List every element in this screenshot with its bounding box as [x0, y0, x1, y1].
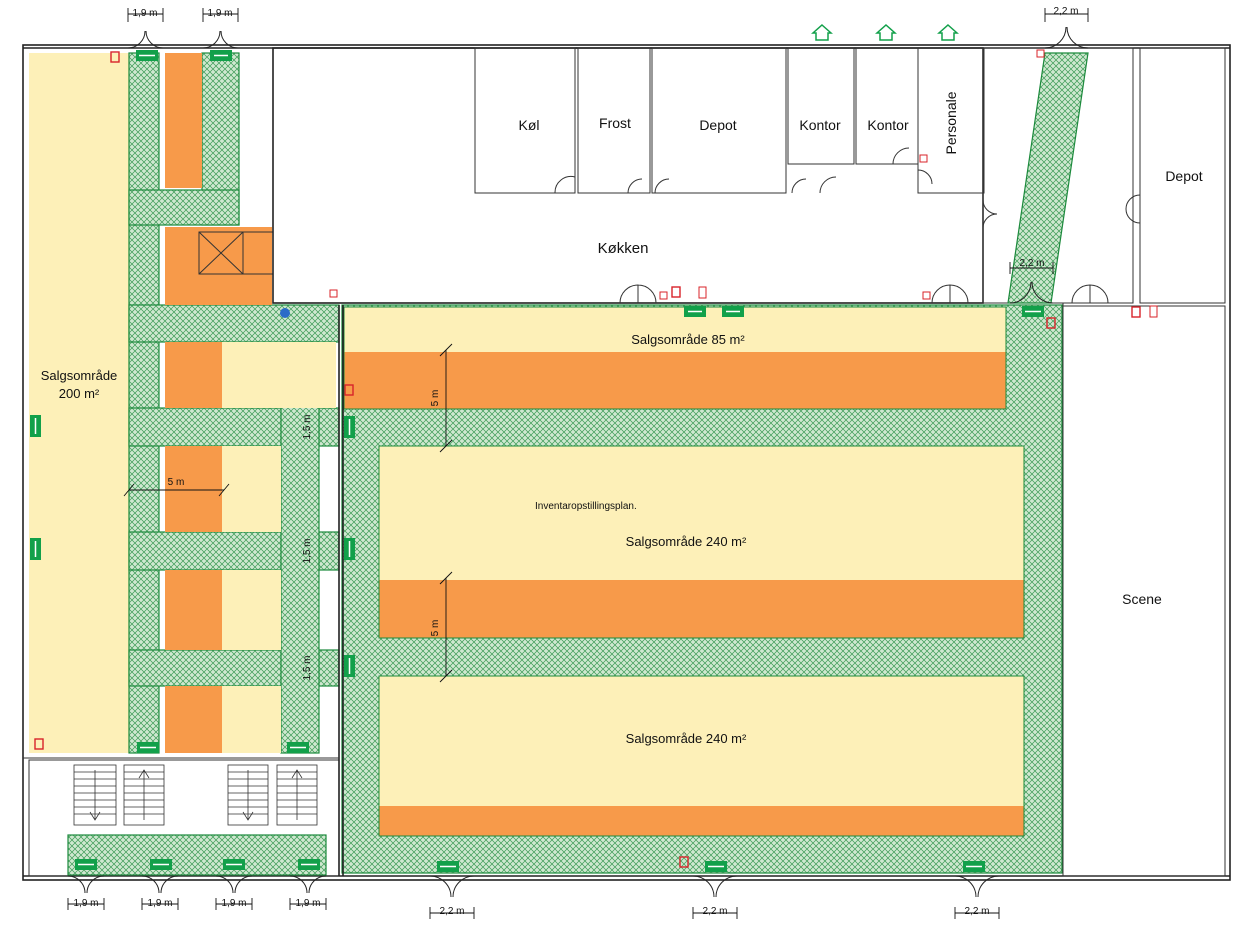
dim-label-door-bottom-6: 2,2 m: [702, 906, 727, 917]
dim-label-corridor-1: 1,5 m: [302, 414, 313, 439]
partition-wall: [23, 303, 1064, 876]
dim-label-corridor-2: 1,5 m: [302, 538, 313, 563]
zone-label-left-area: 200 m²: [59, 386, 100, 401]
room-label-frost: Frost: [599, 115, 631, 131]
fire-extinguisher-icon: [34, 51, 1141, 868]
dim-label-door-inner: 2,2 m: [1019, 258, 1044, 269]
dim-label-aisle-top: 5 m: [430, 390, 441, 407]
zone-label-240-bottom: Salgsområde 240 m²: [626, 731, 747, 746]
dim-label-corridor-3: 1,5 m: [302, 655, 313, 680]
shelving-240-bottom: [379, 806, 1024, 836]
zone-label-85: Salgsområde 85 m²: [631, 332, 745, 347]
dim-label-aisle-left: 5 m: [168, 477, 185, 488]
kitchen-block: [272, 47, 998, 304]
escape-route-left: [128, 52, 160, 754]
room-label-kontor-2: Kontor: [867, 117, 909, 133]
escape-route-cross-1: [128, 189, 240, 226]
elevator-icon: [198, 231, 274, 275]
dimension-lines: [67, 8, 1089, 919]
rescue-sign-icon: [811, 23, 959, 41]
plan-note: Inventaropstillingsplan.: [535, 501, 637, 512]
sales-area-left: [29, 53, 129, 753]
zone-label-left-name: Salgsområde: [41, 368, 118, 383]
dim-label-door-bottom-3: 1,9 m: [221, 898, 246, 909]
room-label-kontor-1: Kontor: [799, 117, 841, 133]
escape-route-cross-2: [128, 304, 340, 343]
left-shelving: [165, 53, 336, 753]
shelving-85: [344, 352, 1006, 409]
shelving-240-middle: [379, 580, 1024, 638]
room-label-kokken: Køkken: [598, 240, 649, 257]
dim-label-door-top-2: 1,9 m: [207, 8, 232, 19]
dim-label-door-bottom-7: 2,2 m: [964, 906, 989, 917]
dim-label-door-bottom-1: 1,9 m: [73, 898, 98, 909]
marker-dot: [280, 308, 290, 318]
zone-label-240-middle: Salgsområde 240 m²: [626, 534, 747, 549]
dim-label-door-bottom-5: 2,2 m: [439, 906, 464, 917]
dim-label-aisle-middle: 5 m: [430, 620, 441, 637]
dim-label-door-bottom-4: 1,9 m: [295, 898, 320, 909]
room-label-kol: Køl: [519, 117, 540, 133]
exterior-doors: [67, 26, 1089, 898]
dim-label-door-top-1: 1,9 m: [132, 8, 157, 19]
room-label-scene: Scene: [1122, 591, 1162, 607]
dim-label-door-bottom-2: 1,9 m: [147, 898, 172, 909]
escape-route-bottom-left: [67, 834, 327, 876]
fire-alarm-icon: [329, 49, 1158, 318]
room-label-depot-right: Depot: [1165, 168, 1202, 184]
room-label-depot: Depot: [699, 117, 736, 133]
room-label-personale: Personale: [943, 91, 959, 154]
dim-label-door-top-3: 2,2 m: [1053, 6, 1078, 17]
emergency-exit-sign-icon: [30, 50, 1044, 872]
